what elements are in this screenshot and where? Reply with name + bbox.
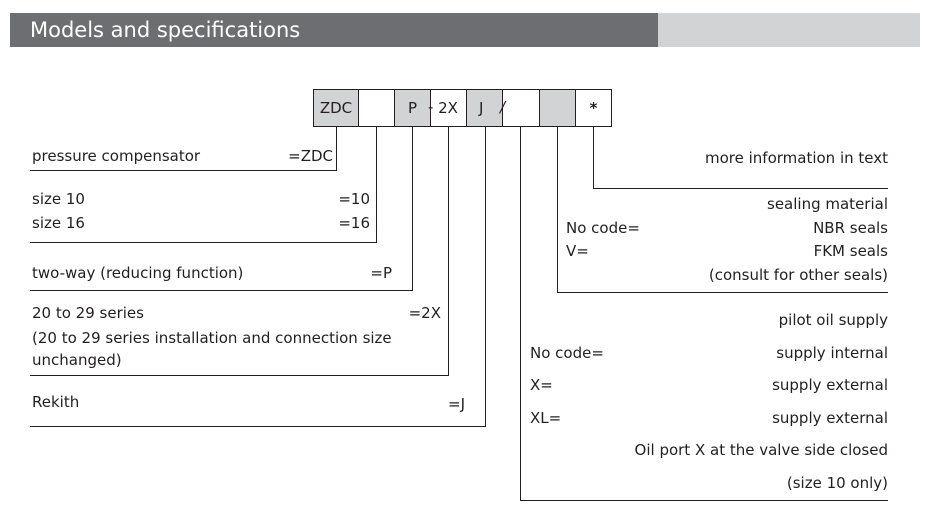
size16-code: =16: [338, 214, 370, 232]
leader-series-horizontal: [30, 375, 449, 376]
series-label: 20 to 29 series: [32, 304, 144, 322]
leader-size-horizontal: [30, 242, 377, 243]
twoway-label: two-way (reducing function): [32, 264, 244, 282]
pilot-size-note: (size 10 only): [786, 474, 888, 492]
pilot-internal: supply internal: [776, 344, 888, 362]
leader-more-vertical: [593, 127, 594, 189]
code-box-size: [358, 89, 395, 127]
leader-size-vertical: [376, 127, 377, 243]
compensator-label: pressure compensator: [32, 147, 201, 165]
series-note-line1: (20 to 29 series installation and connec…: [32, 329, 392, 347]
code-dash: -: [428, 98, 434, 116]
header-bar: [10, 13, 658, 47]
page-title: Models and specifications: [30, 18, 301, 42]
code-slash: /: [500, 98, 506, 116]
leader-j-vertical: [485, 127, 486, 427]
series-note-line2: unchanged): [32, 351, 122, 369]
leader-series-vertical: [448, 127, 449, 376]
code-box-series: 2X: [430, 89, 467, 127]
leader-zdc-horizontal: [30, 170, 337, 171]
leader-seal-horizontal: [557, 292, 888, 293]
leader-zdc-vertical: [336, 127, 337, 171]
code-box-pilot: [502, 89, 540, 127]
size16-label: size 16: [32, 214, 85, 232]
code-box-j: J: [466, 89, 503, 127]
pilot-port-note: Oil port X at the valve side closed: [634, 441, 888, 459]
rekith-label: Rekith: [32, 393, 80, 411]
code-box-p: P: [394, 89, 431, 127]
rekith-code: =J: [448, 395, 465, 413]
code-box-zdc: ZDC: [313, 89, 359, 127]
leader-j-horizontal: [30, 426, 486, 427]
leader-pilot-horizontal: [520, 500, 888, 501]
pilot-xl: XL=: [530, 409, 562, 427]
size10-code: =10: [338, 190, 370, 208]
leader-more-horizontal: [593, 188, 888, 189]
code-box-seal: [539, 89, 576, 127]
header-bar-accent: [658, 13, 920, 47]
seal-title: sealing material: [767, 195, 888, 213]
pilot-external-2: supply external: [772, 409, 888, 427]
pilot-external: supply external: [772, 376, 888, 394]
seal-fkm: FKM seals: [813, 242, 888, 260]
leader-seal-vertical: [557, 127, 558, 293]
compensator-code: =ZDC: [288, 147, 333, 165]
pilot-x: X=: [530, 376, 553, 394]
seal-nbr: NBR seals: [813, 219, 888, 237]
twoway-code: =P: [370, 264, 392, 282]
pilot-title: pilot oil supply: [778, 311, 888, 329]
seal-consult: (consult for other seals): [708, 266, 888, 284]
code-box-more: *: [575, 89, 612, 127]
series-code: =2X: [408, 304, 441, 322]
size10-label: size 10: [32, 190, 85, 208]
seal-nocode: No code=: [566, 219, 640, 237]
pilot-nocode: No code=: [530, 344, 604, 362]
leader-p-horizontal: [30, 290, 413, 291]
seal-v: V=: [566, 242, 589, 260]
leader-p-vertical: [412, 127, 413, 291]
leader-pilot-vertical: [520, 127, 521, 501]
more-info-text: more information in text: [704, 149, 888, 167]
